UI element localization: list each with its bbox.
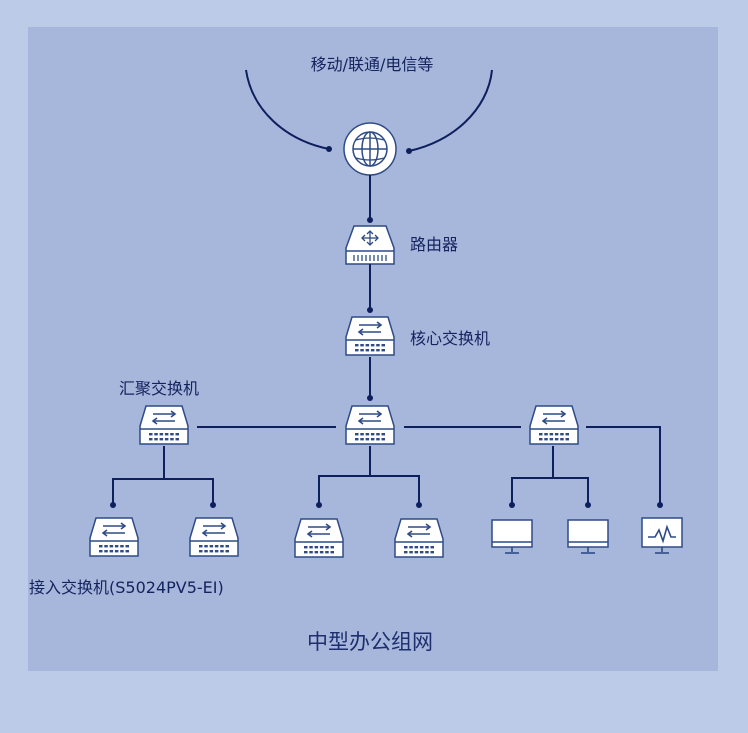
switch-icon: [394, 518, 444, 558]
link-right-branch: [511, 477, 589, 505]
distribution-top-dot: [367, 395, 373, 401]
access-switch-1: [89, 517, 139, 557]
left-branch-dot-b: [210, 502, 216, 508]
switch-icon: [345, 316, 395, 356]
aggregation-switch-right: [529, 405, 579, 445]
switch-icon: [529, 405, 579, 445]
globe-icon: [343, 122, 397, 176]
monitor-icon: [491, 519, 533, 554]
right-branch-dot-a: [509, 502, 515, 508]
switch-icon: [294, 518, 344, 558]
core-switch: [345, 316, 395, 356]
isp-arc-right: [408, 69, 493, 152]
isp-arc-right-dot: [406, 148, 412, 154]
left-branch-dot-a: [110, 502, 116, 508]
switch-icon: [345, 316, 395, 356]
monitoring-screen-icon: [641, 517, 683, 554]
aggregation-switch-label: 汇聚交换机: [119, 379, 199, 398]
link-center-branch: [318, 475, 420, 505]
router-icon: [345, 225, 395, 265]
router-label: 路由器: [410, 235, 458, 254]
access-switch-4: [394, 518, 444, 558]
link-monitor-station: [586, 426, 661, 505]
center-branch-dot-b: [416, 502, 422, 508]
diagram-title: 中型办公组网: [307, 630, 433, 654]
isp-arc-left-dot: [326, 146, 332, 152]
isp-arc-left: [245, 69, 330, 150]
aggregation-switch-left: [139, 405, 189, 445]
switch-icon: [139, 405, 189, 445]
switch-icon: [89, 517, 139, 557]
access-switch-3: [294, 518, 344, 558]
switch-icon: [189, 517, 239, 557]
link-left-branch: [112, 478, 214, 505]
core-switch-label: 核心交换机: [410, 329, 490, 348]
aggregation-switch-center: [345, 405, 395, 445]
access-switch-label: 接入交换机(S5024PV5-EI): [29, 578, 224, 597]
router-top-dot: [367, 217, 373, 223]
isp-label: 移动/联通/电信等: [311, 55, 434, 74]
center-branch-dot-a: [316, 502, 322, 508]
right-branch-dot-b: [585, 502, 591, 508]
switch-icon: [345, 405, 395, 445]
core-top-dot: [367, 307, 373, 313]
access-switch-2: [189, 517, 239, 557]
monitor-icon: [567, 519, 609, 554]
monitor-station-dot: [657, 502, 663, 508]
